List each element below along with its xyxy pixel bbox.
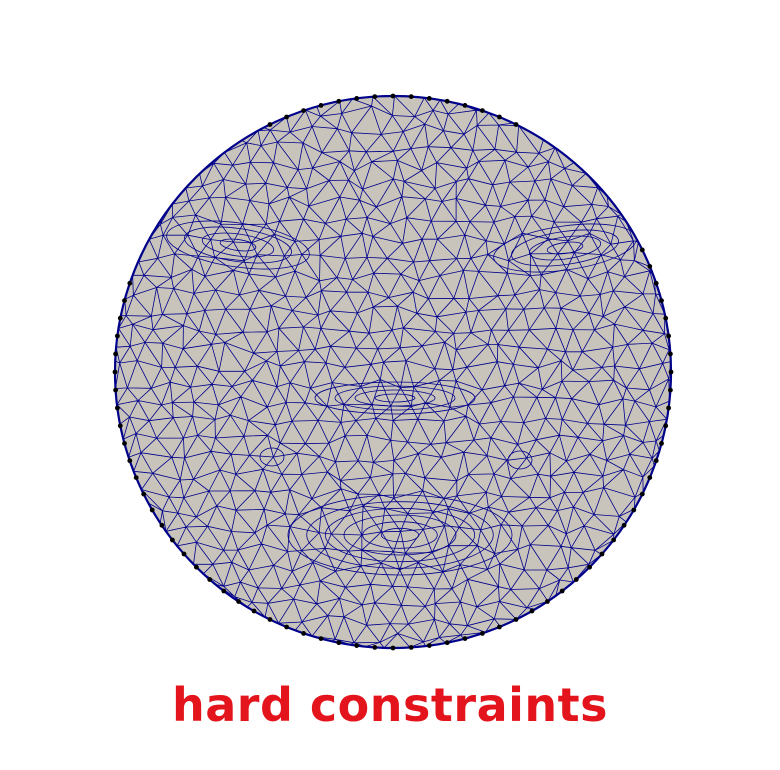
constraint-point <box>631 507 637 513</box>
nose-region <box>354 389 436 407</box>
constraint-point <box>115 405 120 411</box>
nose-region <box>314 381 476 415</box>
mesh-diagram <box>112 93 674 651</box>
constraint-point <box>301 631 306 636</box>
constraint-point <box>141 491 147 497</box>
constraint-point <box>113 351 118 357</box>
constraint-point <box>666 333 671 339</box>
constraint-point <box>113 387 118 393</box>
constraint-point <box>408 94 414 99</box>
constraint-point <box>194 564 199 570</box>
constraint-point <box>559 588 565 594</box>
constraint-point <box>462 103 468 108</box>
right-eye-region <box>528 235 602 261</box>
constraint-point <box>668 369 674 375</box>
constraint-point <box>444 640 450 646</box>
constraint-point <box>497 624 502 630</box>
constraint-point <box>587 564 592 570</box>
constraint-point <box>354 643 360 648</box>
constraint-point <box>647 475 653 480</box>
constraint-point <box>170 537 175 543</box>
constraint-point <box>408 645 414 650</box>
constraint-point <box>236 599 242 604</box>
constraint-point <box>639 247 645 253</box>
constraint-point <box>529 608 535 614</box>
constraint-point <box>318 103 324 108</box>
constraint-point <box>480 108 485 113</box>
constraint-point <box>284 624 289 630</box>
constraint-point <box>611 537 616 543</box>
constraint-point <box>117 315 123 321</box>
constraint-point <box>621 522 627 528</box>
constraint-point <box>127 458 133 464</box>
constraint-point <box>497 114 502 120</box>
constraint-point <box>545 599 550 604</box>
constraint-point <box>301 108 306 113</box>
left-cheek-mark <box>259 447 285 467</box>
constraint-point <box>354 96 360 101</box>
constraint-point <box>659 441 664 446</box>
constraint-point <box>221 588 227 594</box>
constraint-point <box>372 94 378 99</box>
constraint-point <box>112 369 118 375</box>
constraint-point <box>426 643 432 648</box>
constraint-point <box>390 645 396 651</box>
constraint-point <box>336 640 342 646</box>
constraint-point <box>127 280 133 286</box>
mouth-region <box>306 501 494 569</box>
constraint-point <box>251 608 257 614</box>
constraint-point <box>390 93 396 99</box>
constraint-point <box>159 522 165 528</box>
constraint-point <box>267 122 273 127</box>
mouth-region <box>362 521 438 549</box>
right-eye-region <box>511 229 619 267</box>
constraint-point <box>336 98 342 104</box>
left-eye-region <box>201 232 275 258</box>
constraint-point <box>444 98 450 104</box>
constraint-point <box>207 577 213 582</box>
left-eye-region <box>166 220 310 270</box>
constraint-point <box>659 298 664 303</box>
left-eye-region <box>219 238 257 252</box>
nose-region <box>374 393 416 403</box>
constraint-point <box>513 122 519 127</box>
constraint-point <box>647 264 653 269</box>
constraint-point <box>462 636 468 641</box>
mouth-region <box>380 527 420 543</box>
mouth-region <box>324 507 476 563</box>
constraint-point <box>133 475 139 480</box>
constraint-point <box>117 423 123 429</box>
constraint-point <box>663 423 669 429</box>
constraint-point <box>653 458 659 464</box>
constraint-point <box>284 114 289 120</box>
constraint-point <box>149 507 155 513</box>
constraint-point <box>573 577 579 582</box>
figure-caption: hard constraints <box>171 678 608 732</box>
nose-region <box>334 385 456 411</box>
right-cheek-mark <box>507 450 533 470</box>
constraint-point <box>666 405 671 411</box>
mouth-region <box>343 514 457 556</box>
constraint-point <box>663 315 669 321</box>
constraint-point <box>480 631 485 636</box>
constraint-point <box>513 617 519 622</box>
right-eye-region <box>546 241 584 255</box>
constraint-point <box>115 333 120 339</box>
constraint-point <box>653 280 659 286</box>
constraint-point <box>599 551 605 557</box>
constraint-point <box>122 441 127 446</box>
constraint-point <box>639 491 645 497</box>
constraint-point <box>181 551 187 557</box>
constraint-point <box>668 351 673 357</box>
mouth-region <box>287 494 513 576</box>
facial-feature-lines <box>166 220 637 576</box>
left-eye-region <box>184 226 292 264</box>
constraint-point <box>426 96 432 101</box>
constraint-point <box>668 387 673 393</box>
constraint-point <box>318 636 324 641</box>
constraint-point <box>267 617 273 622</box>
constraint-point <box>122 298 127 303</box>
constraint-points <box>112 93 674 651</box>
constraint-point <box>372 645 378 650</box>
